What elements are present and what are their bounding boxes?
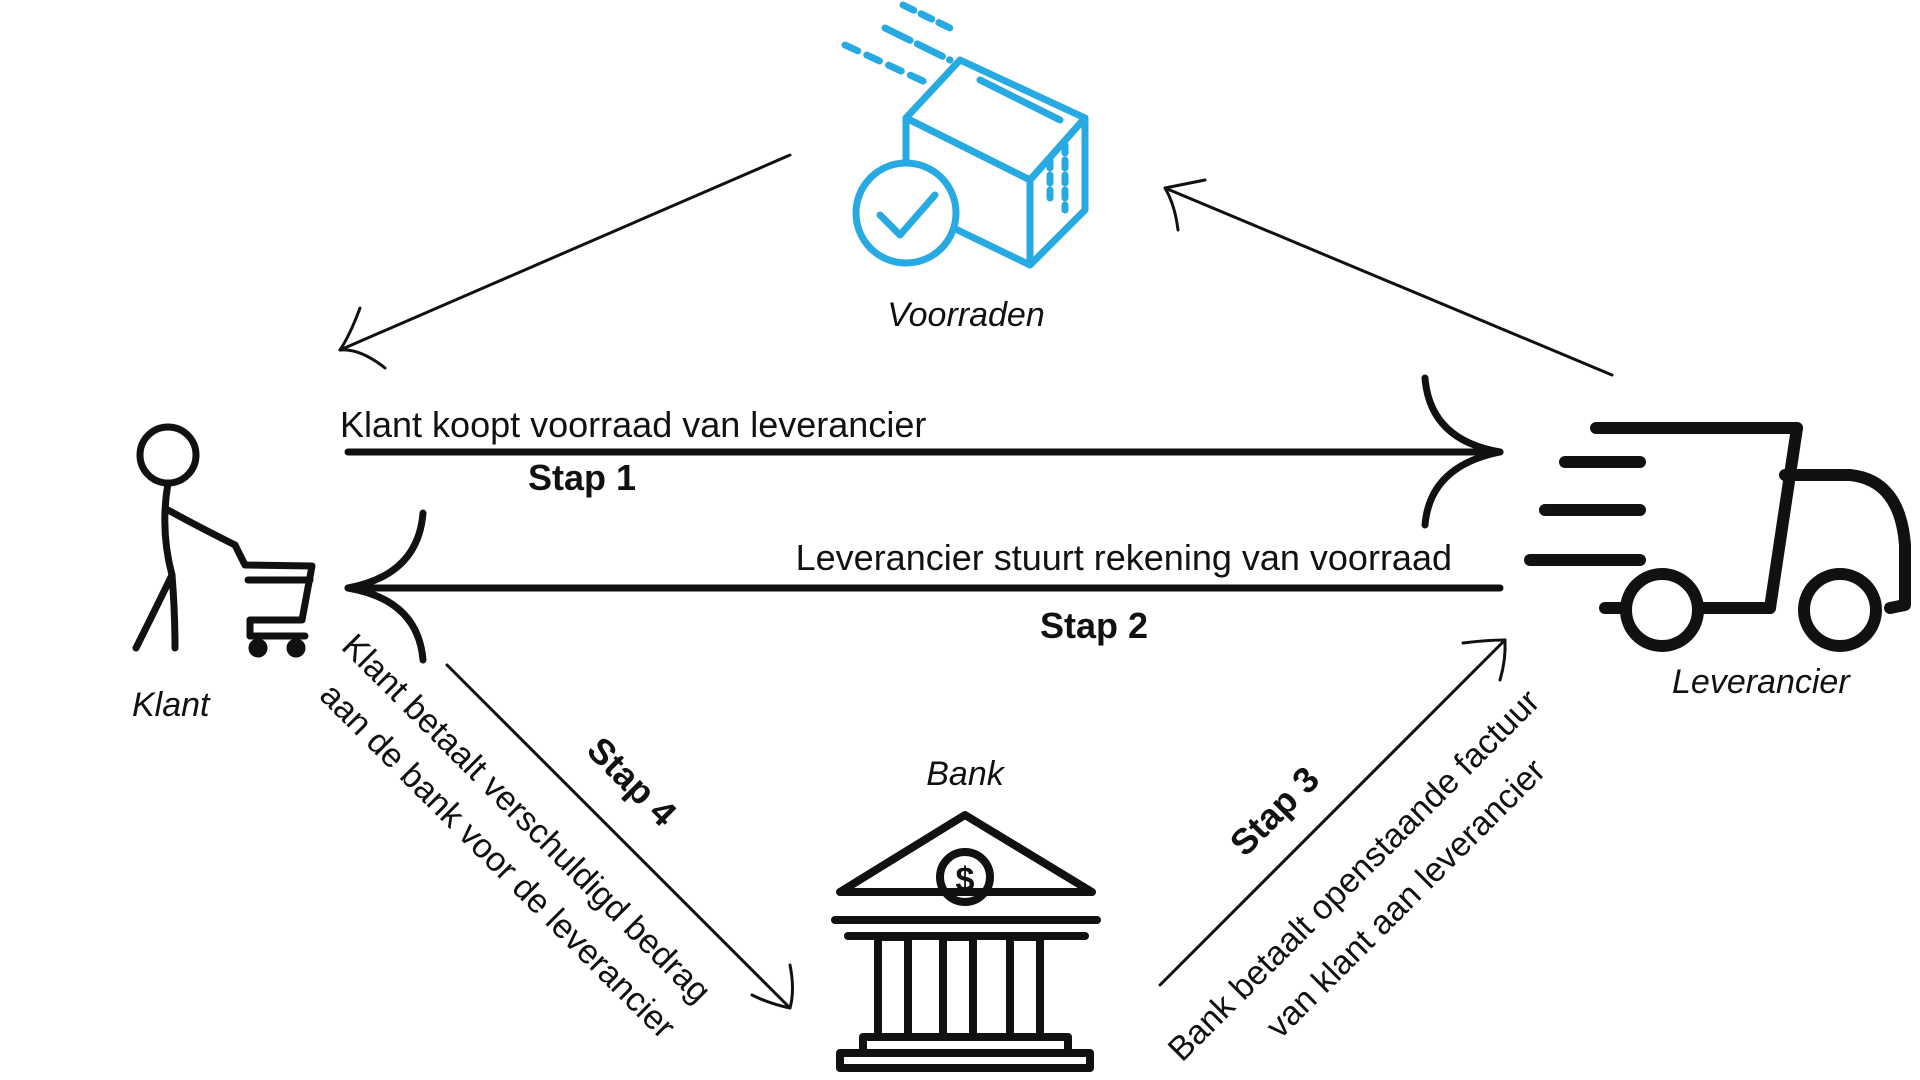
package-check-icon [841, 1, 1089, 269]
arrowhead-stap1 [1421, 374, 1504, 529]
stap3-label: Stap 3 [1222, 758, 1327, 863]
node-label-voorraden: Voorraden [887, 296, 1045, 334]
arrowhead-stap2 [344, 509, 427, 664]
shopper-cart-icon [132, 423, 316, 658]
arrow-stap3 [1158, 638, 1507, 987]
arrowhead-stap3 [1461, 638, 1507, 682]
arrowhead-stap4 [750, 963, 794, 1010]
arrow-leverancier-to-voorraden [1163, 186, 1614, 377]
stap1-label: Stap 1 [528, 457, 636, 498]
dollar-sign: $ [956, 861, 975, 899]
stap4-label: Stap 4 [579, 729, 684, 834]
arrowhead-voorraden [1163, 178, 1207, 232]
node-label-leverancier: Leverancier [1672, 663, 1851, 701]
stap2-label: Stap 2 [1040, 605, 1148, 646]
stap2-description: Leverancier stuurt rekening van voorraad [796, 537, 1452, 578]
arrowhead-klant [338, 306, 387, 370]
bank-dollar-icon [831, 811, 1101, 1072]
node-label-bank: Bank [926, 755, 1005, 793]
stap3-description-line1: Bank betaalt openstaande factuur [1161, 682, 1547, 1068]
arrow-voorraden-to-klant [338, 153, 792, 352]
delivery-truck-icon [1524, 422, 1911, 652]
node-label-klant: Klant [132, 686, 211, 724]
stap4-description-line2: aan de bank voor de leverancier [312, 676, 682, 1046]
stap1-description: Klant koopt voorraad van leverancier [340, 404, 926, 445]
arrow-stap4 [445, 663, 792, 1010]
